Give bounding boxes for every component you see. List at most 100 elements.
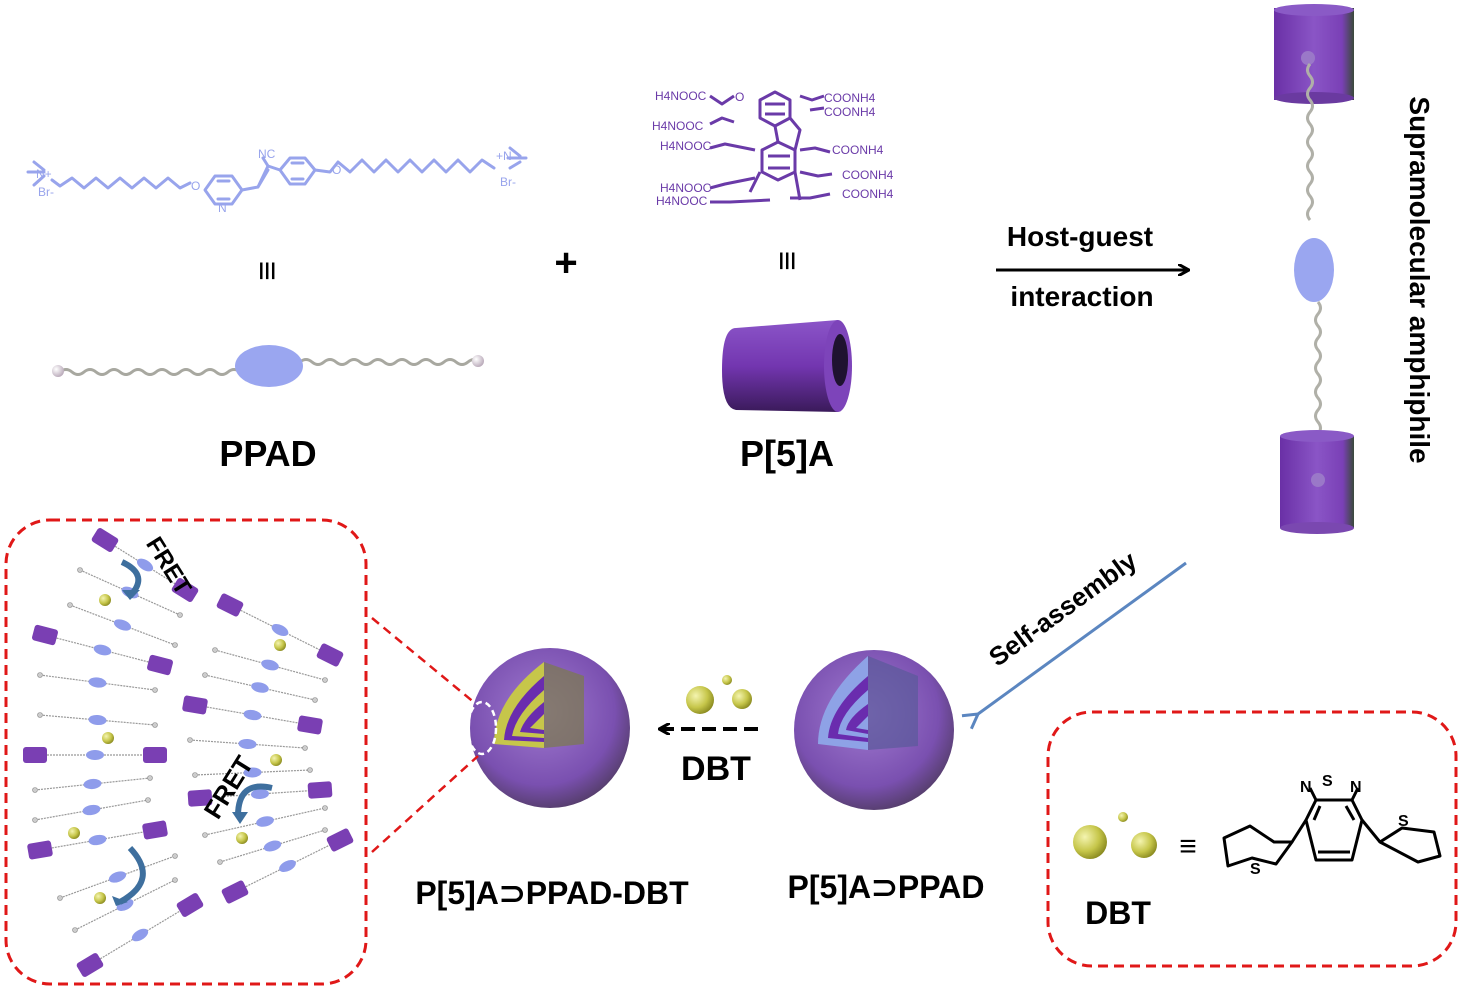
dbt-legend-equivalence: ≡ (1179, 830, 1197, 863)
ppad-equivalence-symbol: ≡ (248, 261, 286, 281)
bilayer-ppad-core (279, 859, 296, 873)
bilayer-ppad-core (251, 682, 269, 693)
plus-sign: + (554, 241, 577, 285)
bilayer-dbt-ball (236, 832, 248, 844)
bilayer-end-ball (202, 672, 208, 678)
bilayer-end-ball (67, 602, 73, 608)
bilayer-end-ball (322, 677, 328, 683)
ppad-chem-labels: N+ Br- O N NC O +N Br- (36, 147, 516, 215)
amphiphile-core-ellipse (1294, 238, 1334, 302)
bilayer-end-ball (177, 612, 183, 618)
bilayer-end-ball (172, 853, 178, 859)
dbt-arrow-label: DBT (681, 750, 751, 788)
dbt-legend-frame (1046, 710, 1458, 968)
bilayer-p5a-cap (307, 781, 333, 799)
ppad-left-end-ball (52, 365, 64, 377)
bilayer-dbt-ball (270, 754, 282, 766)
bilayer-p5a-cap (182, 695, 208, 715)
bilayer-end-ball (77, 567, 83, 573)
bilayer-p5a-cap (221, 880, 249, 904)
bilayer-end-ball (72, 927, 78, 933)
dbt-thiadiazole-n-right: N (1350, 779, 1362, 796)
ppad-cartoon (52, 345, 484, 387)
bilayer-p5a-cap (23, 747, 47, 763)
bilayer-ppad-core (251, 788, 269, 800)
supramolecular-amphiphile-cartoon (1274, 4, 1354, 534)
bilayer-ppad-core (113, 619, 132, 631)
inset-bilayer-frame (4, 518, 368, 986)
bilayer-p5a-cap (297, 715, 323, 735)
bilayer-p5a-cap (176, 893, 204, 917)
bilayer-ppad-core (88, 677, 107, 688)
bilayer-ppad-core (256, 816, 274, 827)
p5a-group-left-5: H4NOOC (656, 194, 708, 208)
self-assembly-arrow (978, 561, 1187, 714)
ppad-core-ellipse (235, 345, 303, 387)
p5a-chemical-structure: H4NOOC H4NOOC H4NOOC H4NOOC H4NOOC COONH… (652, 89, 894, 208)
bilayer-chain (104, 539, 186, 591)
bilayer-p5a-cap (32, 624, 58, 646)
dbt-legend-balls (1073, 812, 1157, 859)
bilayer-end-ball (192, 772, 198, 778)
bilayer-chain (44, 634, 161, 666)
bilayer-ppad-core (93, 644, 112, 656)
p5a-group-right-5: COONH4 (842, 187, 894, 201)
bilayer-ppad-core (88, 834, 107, 846)
bilayer-end-ball (147, 775, 153, 781)
ppad-right-end-ball (472, 355, 484, 367)
ppad-chemical-structure (26, 146, 528, 206)
bilayer-end-ball (217, 859, 223, 865)
p5a-equivalence-symbol: ≡ (768, 251, 806, 271)
bilayer-ppad-core (243, 709, 262, 721)
bilayer-end-ball (37, 672, 43, 678)
ppad-left-ammonium: N+ (36, 167, 52, 181)
bilayer-p5a-cap (143, 747, 167, 763)
p5a-group-left-2: H4NOOC (652, 119, 704, 133)
bilayer-end-ball (307, 767, 313, 773)
amphiphile-label: Supramolecular amphiphile (1404, 96, 1435, 463)
bilayer-end-ball (302, 745, 308, 751)
bilayer-p5a-cap (76, 953, 104, 977)
bilayer-end-ball (312, 697, 318, 703)
vesicle-empty-label: P[5]A⊃PPAD (788, 869, 985, 905)
bilayer-ppad-core (263, 840, 282, 852)
bilayer-ppad-core (108, 871, 127, 883)
dbt-thiophene-left-s: S (1250, 861, 1261, 878)
p5a-group-right-1: COONH4 (824, 91, 876, 105)
bilayer-ppad-core (136, 558, 154, 572)
bilayer-dbt-ball (102, 732, 114, 744)
bilayer-p5a-cap (316, 643, 344, 667)
p5a-label: P[5]A (740, 433, 834, 474)
dbt-legend-label: DBT (1085, 895, 1151, 931)
bilayer-end-ball (32, 817, 38, 823)
vesicle-loaded-label: P[5]A⊃PPAD-DBT (415, 875, 689, 911)
p5a-group-left-1: H4NOOC (655, 89, 707, 103)
bilayer-p5a-cap (142, 820, 168, 840)
bilayer-end-ball (202, 832, 208, 838)
vesicle-empty (794, 650, 954, 810)
ppad-left-chain (59, 368, 241, 376)
ppad-right-counterion: Br- (500, 175, 516, 189)
bilayer-ppad-core (82, 804, 101, 816)
bilayer-ppad-core (88, 714, 107, 726)
p5a-group-left-3: H4NOOC (660, 139, 712, 153)
dbt-loading-balls (686, 675, 752, 714)
bilayer-end-ball (172, 642, 178, 648)
bilayer-end-ball (32, 787, 38, 793)
bilayer-end-ball (322, 805, 328, 811)
interaction-label: interaction (1010, 281, 1153, 312)
inset-bilayer-molecules (23, 527, 354, 977)
bilayer-ppad-core (86, 750, 104, 760)
bilayer-p5a-cap (147, 654, 173, 676)
bilayer-end-ball (145, 797, 151, 803)
fret-arrow-top (120, 559, 142, 600)
ppad-right-ammonium: +N (496, 149, 512, 163)
p5a-group-right-3: COONH4 (832, 143, 884, 157)
fret-arrow-middle (232, 783, 273, 824)
bilayer-ppad-core (131, 928, 149, 942)
ppad-right-oxygen: O (332, 163, 341, 177)
ppad-left-oxygen: O (191, 179, 200, 193)
zoom-connector-top (371, 617, 477, 705)
bilayer-ppad-core (83, 778, 102, 790)
